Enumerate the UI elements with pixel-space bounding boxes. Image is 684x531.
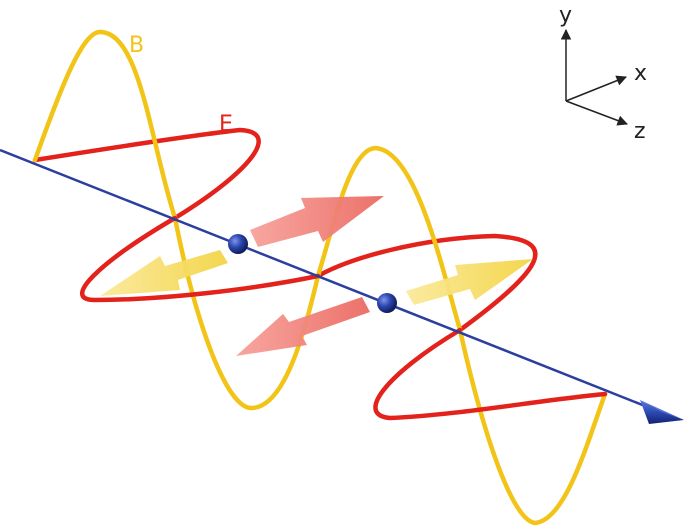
b-arrow-right — [406, 259, 533, 305]
b-field-label: B — [129, 33, 144, 58]
axis-x-label: x — [634, 61, 647, 86]
axis-y-label: y — [559, 3, 572, 28]
axis-z-label: z — [634, 119, 646, 144]
e-arrow-lower — [236, 297, 370, 356]
e-wave-front — [80, 215, 608, 421]
cone-arrow-icon — [640, 400, 684, 424]
e-field-label: E — [219, 112, 233, 137]
axes-icon — [560, 28, 628, 126]
b-arrow-left — [100, 250, 228, 296]
e-arrow-upper — [250, 196, 384, 247]
sphere-icon — [377, 293, 397, 313]
e-wave-back — [32, 127, 538, 333]
sphere-icon — [228, 234, 248, 254]
propagation-axis — [0, 148, 646, 408]
